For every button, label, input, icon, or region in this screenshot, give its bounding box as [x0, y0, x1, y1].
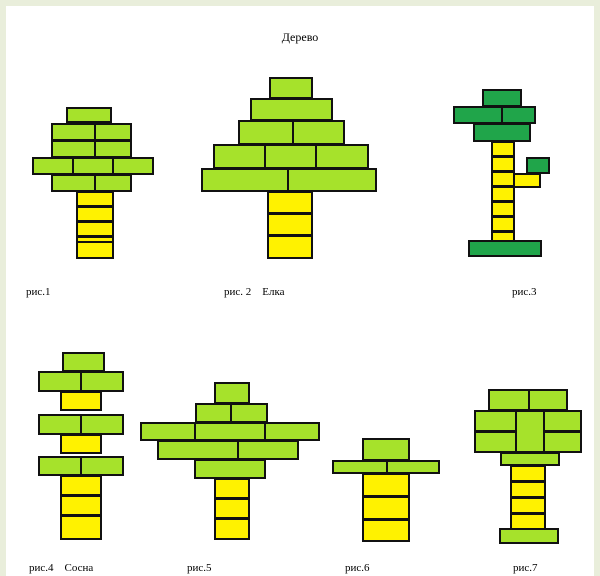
- block: [60, 391, 102, 411]
- block: [264, 144, 317, 169]
- block: [500, 452, 560, 466]
- block: [60, 434, 102, 454]
- block: [76, 241, 114, 259]
- block: [51, 140, 96, 158]
- block: [72, 157, 114, 175]
- block: [201, 168, 289, 192]
- caption-fig6: рис.6: [345, 562, 370, 574]
- block: [66, 107, 112, 123]
- block: [214, 478, 250, 499]
- block: [332, 460, 388, 474]
- block: [32, 157, 74, 175]
- block: [60, 495, 102, 516]
- block: [76, 191, 114, 207]
- block: [94, 174, 132, 192]
- block: [468, 240, 542, 257]
- block: [94, 140, 132, 158]
- block: [362, 496, 410, 520]
- block: [214, 518, 250, 540]
- block: [491, 141, 515, 157]
- block: [38, 456, 82, 476]
- block: [473, 123, 531, 142]
- block: [214, 498, 250, 519]
- block: [491, 156, 515, 172]
- block: [80, 456, 124, 476]
- block: [214, 382, 250, 404]
- block: [237, 440, 299, 460]
- block: [194, 459, 266, 479]
- block: [315, 144, 369, 169]
- block: [112, 157, 154, 175]
- block: [488, 389, 530, 411]
- block: [267, 235, 313, 259]
- block: [267, 213, 313, 236]
- block: [62, 352, 105, 372]
- block: [526, 157, 550, 174]
- block: [474, 431, 517, 453]
- block: [362, 473, 410, 497]
- block: [94, 123, 132, 141]
- block: [250, 98, 333, 121]
- block: [292, 120, 345, 145]
- block: [543, 410, 582, 432]
- block: [51, 174, 96, 192]
- block: [499, 528, 559, 544]
- caption-fig2: рис. 2 Елка: [224, 286, 285, 298]
- block: [157, 440, 239, 460]
- block: [453, 106, 503, 124]
- block: [76, 221, 114, 237]
- block: [76, 206, 114, 222]
- block: [194, 422, 266, 441]
- caption-fig4: рис.4 Сосна: [29, 562, 93, 574]
- block: [38, 414, 82, 435]
- block: [80, 414, 124, 435]
- block: [287, 168, 377, 192]
- block: [267, 191, 313, 214]
- block: [230, 403, 268, 423]
- block: [362, 519, 410, 542]
- block: [38, 371, 82, 392]
- block: [60, 475, 102, 496]
- block: [543, 431, 582, 453]
- block: [491, 171, 515, 187]
- block: [60, 515, 102, 540]
- block: [238, 120, 294, 145]
- caption-fig3: рис.3: [512, 286, 537, 298]
- caption-fig1: рис.1: [26, 286, 51, 298]
- block: [491, 216, 515, 232]
- block: [510, 481, 546, 498]
- block: [140, 422, 196, 441]
- block: [213, 144, 266, 169]
- block: [362, 438, 410, 461]
- block: [491, 201, 515, 217]
- block: [80, 371, 124, 392]
- block: [510, 497, 546, 514]
- caption-fig5: рис.5: [187, 562, 212, 574]
- block: [491, 186, 515, 202]
- block: [474, 410, 517, 432]
- block: [386, 460, 440, 474]
- block: [51, 123, 96, 141]
- block: [269, 77, 313, 99]
- block: [515, 410, 545, 453]
- block: [528, 389, 568, 411]
- block: [195, 403, 232, 423]
- block: [510, 465, 546, 482]
- block: [513, 173, 541, 188]
- block: [482, 89, 522, 107]
- block: [501, 106, 536, 124]
- block: [264, 422, 320, 441]
- caption-fig7: рис.7: [513, 562, 538, 574]
